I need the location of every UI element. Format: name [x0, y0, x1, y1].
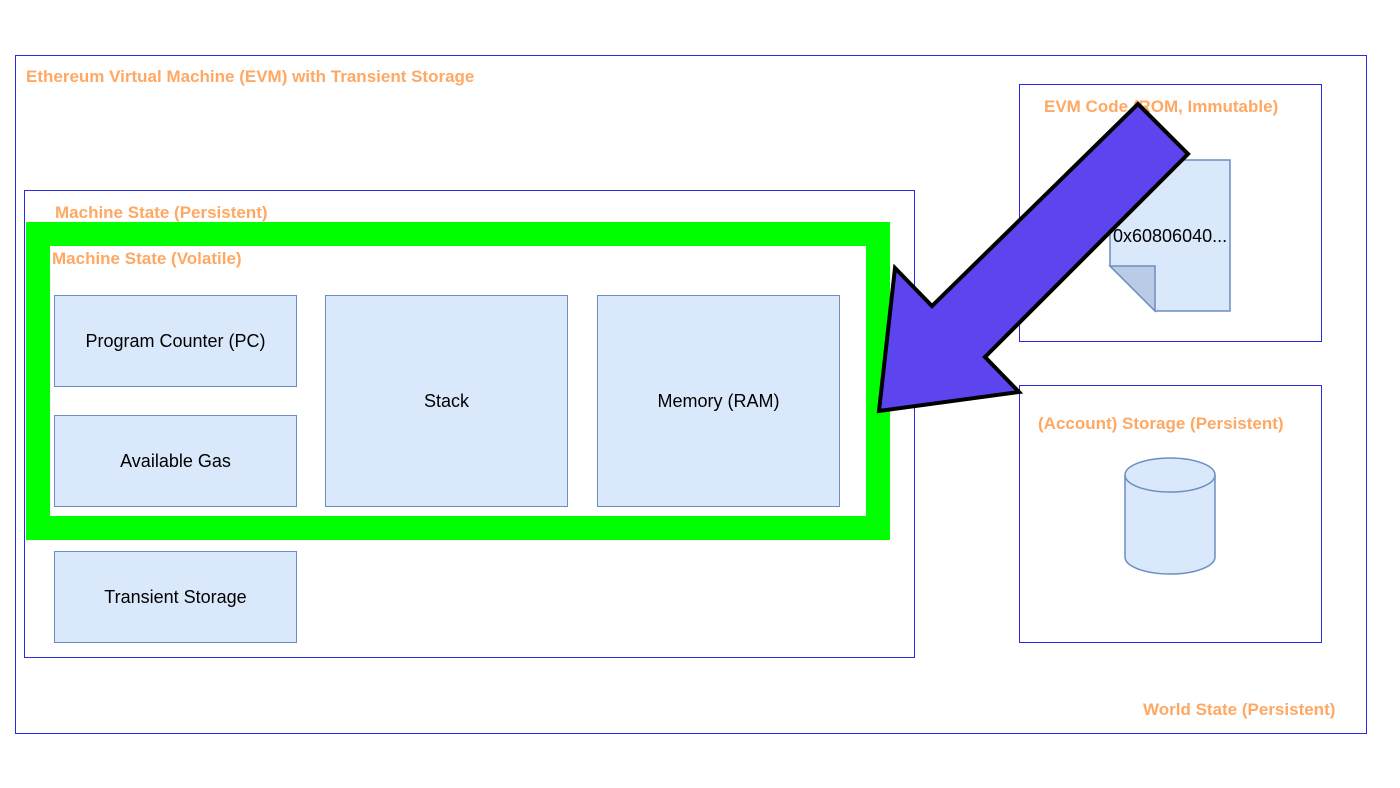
available-gas-box: Available Gas	[54, 415, 297, 507]
bytecode-text: 0x60806040...	[1113, 226, 1228, 246]
arrow-icon	[876, 101, 1191, 414]
evm-code-frame	[1019, 84, 1322, 342]
machine-state-persistent-frame	[24, 190, 915, 658]
machine-state-persistent-label: Machine State (Persistent)	[55, 203, 268, 222]
stack-box: Stack	[325, 295, 568, 507]
world-state-frame	[15, 55, 1367, 734]
account-storage-frame	[1019, 385, 1322, 643]
evm-title: Ethereum Virtual Machine (EVM) with Tran…	[26, 67, 475, 86]
machine-state-volatile-label: Machine State (Volatile)	[52, 249, 242, 268]
memory-box: Memory (RAM)	[597, 295, 840, 507]
account-storage-label: (Account) Storage (Persistent)	[1038, 414, 1284, 433]
evm-code-label: EVM Code (ROM, Immutable)	[1044, 97, 1279, 116]
transient-storage-box: Transient Storage	[54, 551, 297, 643]
database-icon	[1124, 457, 1216, 575]
world-state-label: World State (Persistent)	[1143, 700, 1336, 719]
program-counter-box: Program Counter (PC)	[54, 295, 297, 387]
